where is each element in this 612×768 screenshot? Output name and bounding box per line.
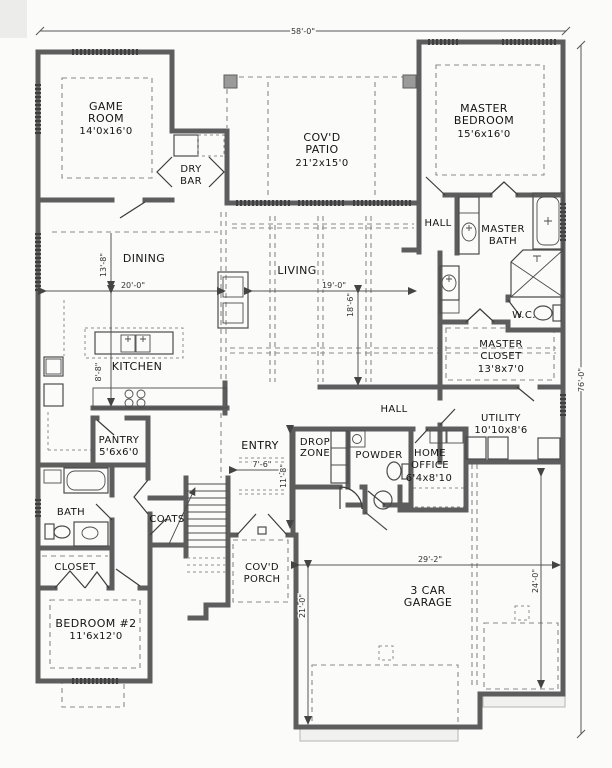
dim-garage-depth-left: 21'-0" <box>298 594 307 618</box>
label-pantry-size: 5'6x6'0 <box>99 447 139 458</box>
label-game-room: GAME <box>89 100 123 113</box>
label-closet: CLOSET <box>54 562 96 573</box>
label-covd-patio: PATIO <box>305 143 338 156</box>
staircase <box>168 483 227 573</box>
label-covd-patio-size: 21'2x15'0 <box>295 158 348 169</box>
dim-living-depth: 18'-6" <box>346 293 355 317</box>
label-dry-bar: BAR <box>180 176 202 187</box>
label-utility: UTILITY <box>481 413 521 424</box>
master-bath-fixtures <box>439 192 564 322</box>
label-master-bedroom: BEDROOM <box>454 114 514 127</box>
label-drop-zone: ZONE <box>300 448 330 459</box>
label-dry-bar: DRY <box>180 164 202 175</box>
scan-artifact <box>0 0 27 38</box>
fireplace <box>217 271 249 329</box>
kitchen-island <box>94 331 174 355</box>
label-wc: W.C. <box>512 310 536 321</box>
washer-dryer <box>465 436 561 460</box>
drop-zone-bench <box>330 430 349 484</box>
dim-kitchen-depth: 8'-8" <box>94 363 103 382</box>
bath-fixtures <box>43 467 109 547</box>
dim-overall-width: 58'-0" <box>291 27 315 36</box>
label-covd-porch: PORCH <box>244 574 281 585</box>
label-garage: 3 CAR <box>410 584 445 597</box>
front-steps <box>299 695 566 742</box>
labels: GAME ROOM 14'0x16'0 DRY BAR COV'D PATIO … <box>54 26 587 643</box>
patio-column <box>402 74 417 89</box>
label-home-office: HOME <box>414 448 446 459</box>
label-kitchen: KITCHEN <box>112 360 162 373</box>
label-living: LIVING <box>277 264 316 277</box>
dim-entry-width: 7'-6" <box>253 460 272 469</box>
label-home-office: OFFICE <box>411 460 449 471</box>
refrigerator <box>43 356 64 377</box>
label-bedroom2: BEDROOM #2 <box>55 617 136 630</box>
label-garage: GARAGE <box>404 596 452 609</box>
label-game-room-size: 14'0x16'0 <box>79 126 132 137</box>
dim-entry-depth: 11'-8" <box>279 464 288 488</box>
label-coats: COATS <box>149 514 184 525</box>
label-master-bath: MASTER <box>481 224 525 235</box>
wc-toilet <box>533 304 562 322</box>
oven <box>43 383 64 407</box>
label-utility-size: 10'10x8'6 <box>474 425 527 436</box>
door-swings <box>54 156 535 589</box>
label-covd-patio: COV'D <box>303 131 340 144</box>
dimension-lines <box>35 26 586 739</box>
label-master-closet: MASTER <box>479 339 523 350</box>
tub <box>532 192 564 250</box>
label-master-bath: BATH <box>489 236 517 247</box>
shower <box>510 249 564 298</box>
label-covd-porch: COV'D <box>245 562 279 573</box>
label-drop-zone: DROP <box>300 437 330 448</box>
label-hall-lower: HALL <box>380 404 407 415</box>
label-master-bedroom-size: 15'6x16'0 <box>457 129 510 140</box>
label-master-closet-size: 13'8x7'0 <box>478 364 524 375</box>
label-bedroom2-size: 11'6x12'0 <box>69 631 122 642</box>
label-hall-upper: HALL <box>424 218 451 229</box>
patio-column <box>223 74 238 89</box>
label-game-room: ROOM <box>88 112 124 125</box>
label-pantry: PANTRY <box>99 435 140 446</box>
label-home-office-size: 6'4x8'10 <box>406 473 452 484</box>
label-entry: ENTRY <box>241 439 279 452</box>
label-bath: BATH <box>57 507 85 518</box>
fixtures <box>43 74 564 573</box>
dim-dining-width: 20'-0" <box>121 281 145 290</box>
label-powder: POWDER <box>355 450 402 461</box>
dim-dining-depth: 13'-8" <box>99 253 108 277</box>
walls <box>35 39 566 730</box>
dim-garage-width: 29'-2" <box>418 555 442 564</box>
garage-sink <box>373 490 393 510</box>
label-dining: DINING <box>123 252 165 265</box>
kitchen-counter <box>92 387 228 409</box>
label-master-bedroom: MASTER <box>460 102 508 115</box>
dim-living-width: 19'-0" <box>322 281 346 290</box>
dim-garage-depth-right: 24'-0" <box>531 569 540 593</box>
dry-bar-cabinet <box>173 134 199 157</box>
label-master-closet: CLOSET <box>480 351 522 362</box>
powder-fixtures <box>349 430 410 481</box>
bath-tub <box>63 467 109 494</box>
dim-overall-depth: 76'-0" <box>577 368 586 392</box>
